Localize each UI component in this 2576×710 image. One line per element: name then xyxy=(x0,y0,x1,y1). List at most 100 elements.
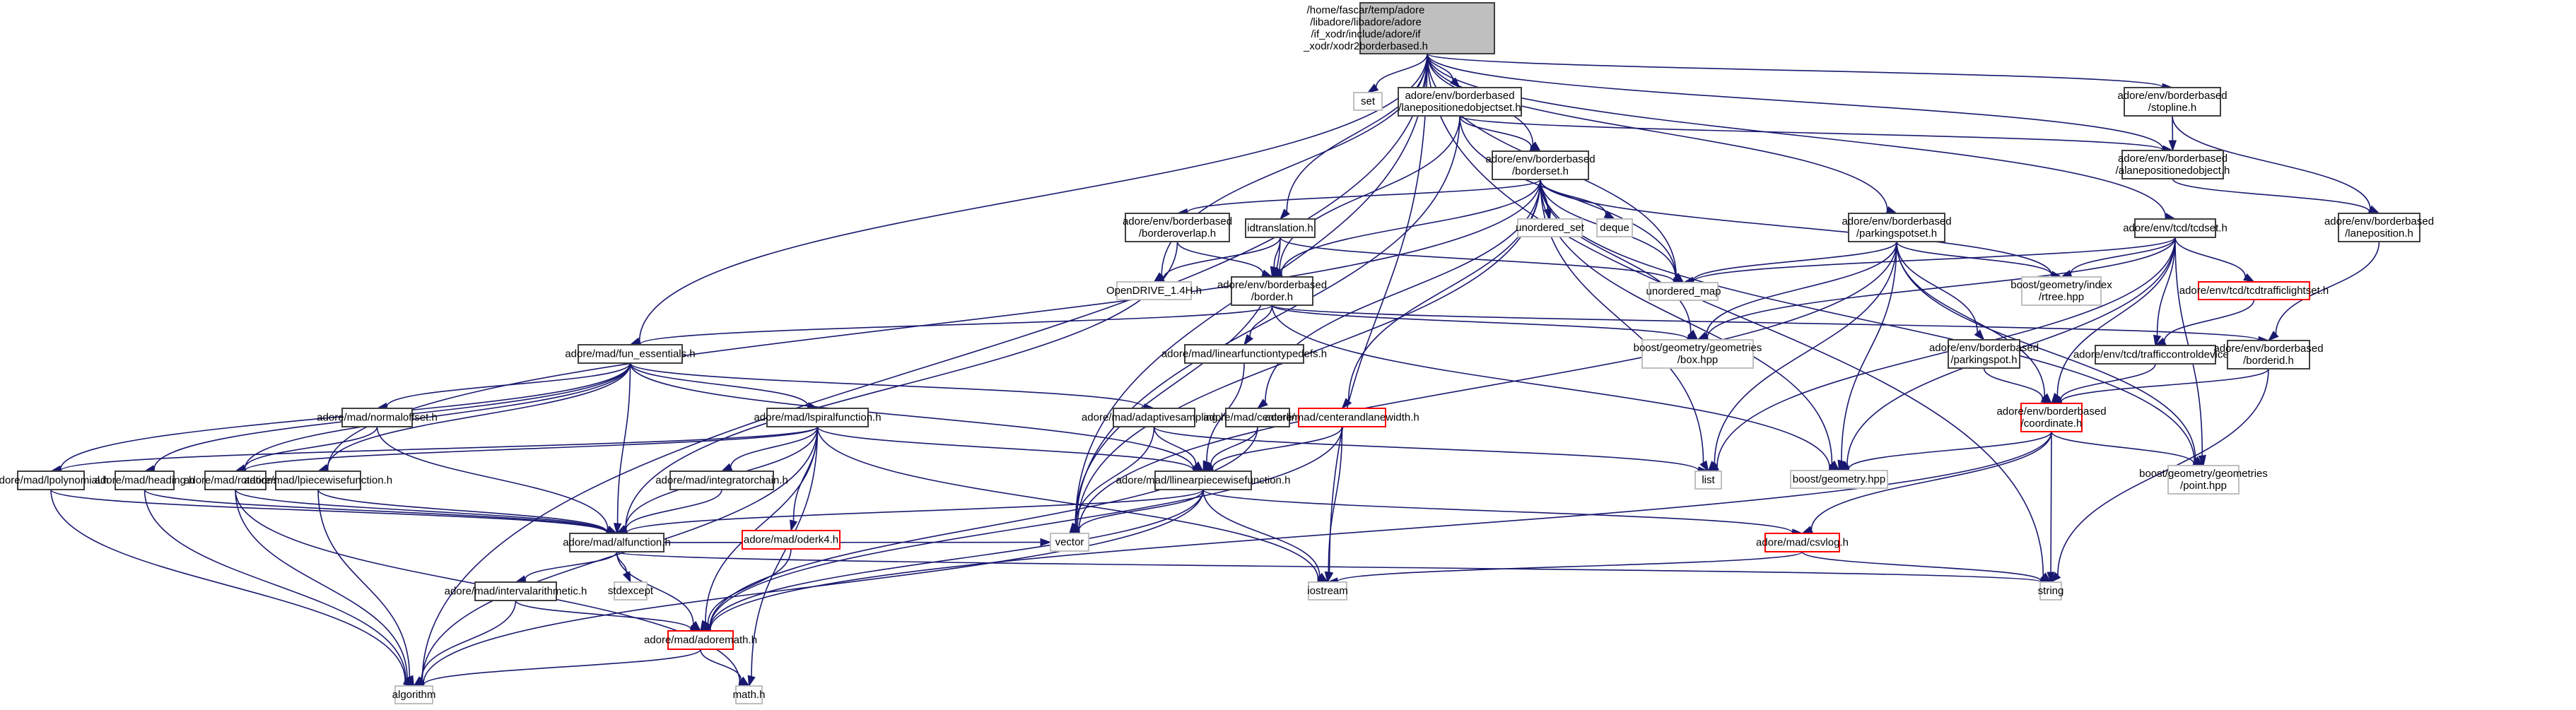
node-label: idtranslation.h xyxy=(1247,223,1313,235)
node-box xyxy=(569,533,665,552)
edge-llinearpiecewisefunction-to-iostream xyxy=(1202,489,1329,583)
node-fun_essentials[interactable]: adore/mad/fun_essentials.h xyxy=(565,344,696,364)
edge-tcdset-to-trafficcontroldevice xyxy=(2153,237,2176,347)
node-label: adore/env/borderbased xyxy=(1217,279,1327,291)
node-parkingspotset[interactable]: adore/env/borderbased/parkingspotset.h xyxy=(1842,213,1952,242)
node-label: adore/mad/adaptivesampling.h xyxy=(1082,412,1226,424)
node-label: set xyxy=(1361,95,1376,107)
edge-border-to-linearfunctiontypedefs xyxy=(1243,304,1273,346)
edge-tcdset-to-coordinate xyxy=(2051,237,2176,405)
arrowhead-icon xyxy=(2168,140,2177,152)
node-label: list xyxy=(1702,474,1715,486)
node-centerline[interactable]: adore/mad/centerline.h xyxy=(1203,408,1312,427)
node-box xyxy=(17,471,85,490)
node-label: adore/env/borderbased xyxy=(1842,215,1951,227)
node-stopline[interactable]: adore/env/borderbased/stopline.h xyxy=(2117,87,2227,117)
node-box xyxy=(341,408,413,427)
node-label: /coordinate.h xyxy=(2021,418,2083,430)
arrowhead-icon xyxy=(790,519,798,532)
arrowhead-icon xyxy=(1270,266,1279,278)
node-csvlog[interactable]: adore/mad/csvlog.h xyxy=(1756,533,1849,552)
node-box xyxy=(1116,281,1192,300)
edge-root-to-stopline xyxy=(1427,53,2174,92)
edge-border-to-box xyxy=(1271,304,1699,343)
node-normaloffset[interactable]: adore/mad/normaloffset.h xyxy=(317,408,438,427)
node-llinearpiecewisefunction[interactable]: adore/mad/llinearpiecewisefunction.h xyxy=(1116,471,1291,490)
node-adoremath[interactable]: adore/mad/adoremath.h xyxy=(644,630,757,650)
node-lpiecewisefunction[interactable]: adore/mad/lpiecewisefunction.h xyxy=(244,471,392,490)
node-laneposition[interactable]: adore/env/borderbased/laneposition.h xyxy=(2324,213,2434,242)
edge-alfunction-to-intervalarithmetic xyxy=(515,551,618,584)
node-laneposobjset[interactable]: adore/env/borderbased/lanepositionedobje… xyxy=(1398,87,1522,117)
node-oderk4[interactable]: adore/mad/oderk4.h xyxy=(742,530,841,550)
edge-root-to-set xyxy=(1366,53,1428,93)
node-box xyxy=(735,685,763,704)
node-box xyxy=(1848,213,1945,242)
node-alfunction[interactable]: adore/mad/alfunction.h xyxy=(563,533,671,552)
node-coordinate[interactable]: adore/env/borderbased/coordinate.h xyxy=(1996,403,2107,432)
arrowhead-icon xyxy=(1341,398,1352,410)
node-lspiralfunction[interactable]: adore/mad/lspiralfunction.h xyxy=(754,408,882,427)
node-math: math.h xyxy=(733,685,765,704)
node-label: string xyxy=(2038,585,2064,597)
node-label: stdexcept xyxy=(608,585,654,597)
node-box xyxy=(578,344,683,364)
node-label: adore/mad/llinearpiecewisefunction.h xyxy=(1116,475,1291,487)
node-box xyxy=(115,471,175,490)
node-box xyxy=(2121,150,2224,179)
edge-laneposobjset-to-unordered_map xyxy=(1459,115,1685,283)
edge-centerline-to-adoremath xyxy=(699,426,1258,632)
node-label: deque xyxy=(1600,222,1629,234)
edge-tcdset-to-tcdtrafficlightset xyxy=(2174,237,2255,283)
node-string: string xyxy=(2038,581,2064,600)
node-alaneposobj[interactable]: adore/env/borderbased/alanepositionedobj… xyxy=(2116,150,2230,179)
node-label: OpenDRIVE_1.4H.h xyxy=(1106,285,1202,297)
node-tcdtrafficlightset[interactable]: adore/env/tcd/tcdtrafficlightset.h xyxy=(2179,281,2329,300)
node-border[interactable]: adore/env/borderbased/border.h xyxy=(1217,276,1327,306)
node-unordered_map: unordered_map xyxy=(1646,282,1721,301)
node-lpolynomial[interactable]: adore/mad/lpolynomial.h xyxy=(0,471,109,490)
node-borderset[interactable]: adore/env/borderbased/borderset.h xyxy=(1485,150,1596,180)
edge-parkingspot-to-coordinate xyxy=(1983,367,2053,404)
node-trafficcontroldevice[interactable]: adore/env/tcd/trafficcontroldevice.h xyxy=(2073,345,2237,365)
node-heading[interactable]: adore/mad/heading.h xyxy=(95,471,195,490)
node-box xyxy=(1596,218,1633,237)
node-box xyxy=(669,471,774,490)
edge-coordinate-to-adoremath xyxy=(699,431,2052,634)
node-box xyxy=(474,581,557,601)
node-rotations[interactable]: adore/mad/rotations.h xyxy=(184,471,287,490)
node-integratorchain[interactable]: adore/mad/integratorchain.h xyxy=(655,471,788,490)
arrowhead-icon xyxy=(2153,334,2162,347)
node-box xyxy=(1359,2,1495,54)
arrowhead-icon xyxy=(2047,572,2055,584)
node-tcdset[interactable]: adore/env/tcd/tcdset.h xyxy=(2123,218,2227,238)
node-box xyxy=(2198,281,2310,300)
node-centerandlanewidth[interactable]: adore/mad/centerandlanewidth.h xyxy=(1265,408,1419,427)
edge-centerandlanewidth-to-iostream xyxy=(1324,426,1343,584)
node-borderid[interactable]: adore/env/borderbased/borderid.h xyxy=(2213,340,2324,369)
node-label: adore/env/tcd/tcdtrafficlightset.h xyxy=(2179,285,2329,297)
node-adaptivesampling[interactable]: adore/mad/adaptivesampling.h xyxy=(1082,408,1226,427)
edge-tcdtrafficlightset-to-trafficcontroldevice xyxy=(2154,299,2255,346)
node-label: adore/env/borderbased xyxy=(2213,343,2323,355)
node-box xyxy=(1641,339,1754,369)
node-iostream: iostream xyxy=(1307,581,1348,600)
node-box: boost/geometry/geometries/box.hpp xyxy=(1634,339,1762,369)
node-parkingspot[interactable]: adore/env/borderbased/parkingspot.h xyxy=(1929,339,2039,369)
node-root[interactable]: /home/fascar/temp/adore/libadore/libador… xyxy=(1303,2,1495,54)
node-borderoverlap[interactable]: adore/env/borderbased/borderoverlap.h xyxy=(1123,213,1232,242)
node-box xyxy=(1125,213,1230,242)
node-label: adore/mad/rotations.h xyxy=(184,475,287,487)
node-linearfunctiontypedefs[interactable]: adore/mad/linearfunctiontypedefs.h xyxy=(1161,344,1327,364)
arrowhead-icon xyxy=(1324,572,1333,584)
edge-alfunction-to-vector xyxy=(663,538,1052,547)
node-label: adore/mad/linearfunctiontypedefs.h xyxy=(1161,348,1327,360)
edge-root-to-opendrive xyxy=(1153,53,1428,283)
node-box xyxy=(1517,218,1583,237)
node-intervalarithmetic[interactable]: adore/mad/intervalarithmetic.h xyxy=(445,581,587,601)
node-label: /borderid.h xyxy=(2243,355,2294,367)
edge-idtranslation-to-border xyxy=(1270,237,1281,278)
node-deque: deque xyxy=(1596,218,1633,237)
node-label: algorithm xyxy=(392,689,436,701)
node-idtranslation[interactable]: idtranslation.h xyxy=(1245,218,1316,238)
